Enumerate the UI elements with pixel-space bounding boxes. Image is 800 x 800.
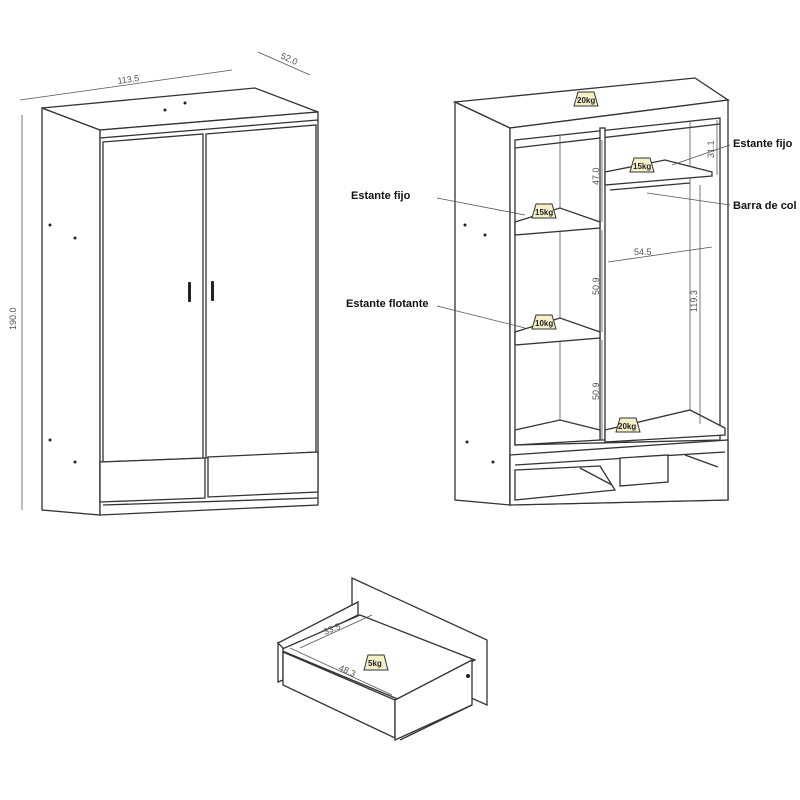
center-divider xyxy=(599,127,606,441)
label-fixed-shelf-left: Estante fijo xyxy=(351,190,411,202)
weight-badge-bottom: 20kg xyxy=(615,417,641,433)
label-fixed-shelf-right: Estante fijo xyxy=(733,138,793,150)
svg-text:10kg: 10kg xyxy=(535,319,553,328)
weight-badge-fixed-shelf-left: 15kg xyxy=(531,203,557,219)
right-door xyxy=(205,124,317,459)
hanging-rail xyxy=(609,182,691,191)
left-door-handle xyxy=(188,282,191,302)
width-dimension: 113.5 xyxy=(117,73,140,86)
svg-text:5kg: 5kg xyxy=(368,659,382,668)
dim-inner-width: 54.5 xyxy=(634,247,652,257)
open-wardrobe: Estante fijo Estante flotante Estante fi… xyxy=(346,77,797,506)
dim-upper-right: 31.1 xyxy=(706,140,716,158)
dim-upper-left: 47.0 xyxy=(591,167,601,185)
label-floating-shelf: Estante flotante xyxy=(346,298,429,310)
right-drawer-front xyxy=(207,451,319,498)
weight-badge-drawer: 5kg xyxy=(363,654,389,671)
weight-badge-fixed-shelf-right: 15kg xyxy=(629,157,655,173)
right-door-handle xyxy=(211,281,214,301)
fixed-shelf-right xyxy=(604,159,713,186)
weight-badge-floating-shelf: 10kg xyxy=(531,314,557,330)
weight-badge-top: 20kg xyxy=(573,91,599,107)
left-drawer-front xyxy=(99,457,206,503)
svg-text:20kg: 20kg xyxy=(577,96,595,105)
height-dimension: 190.0 xyxy=(8,307,18,330)
svg-text:20kg: 20kg xyxy=(618,422,636,431)
side-panel xyxy=(41,107,101,516)
depth-dimension: 52.0 xyxy=(279,51,299,67)
dim-hanging-height: 119.3 xyxy=(689,290,699,312)
dim-middle-left: 50.9 xyxy=(591,277,601,295)
svg-text:15kg: 15kg xyxy=(535,208,553,217)
label-hanging-rail: Barra de col xyxy=(733,200,797,212)
closed-wardrobe: 113.5 52.0 190.0 xyxy=(8,51,319,516)
dim-lower-left: 50.9 xyxy=(591,382,601,400)
svg-text:15kg: 15kg xyxy=(633,162,651,171)
drawer-detail: 33.5 48.3 5kg xyxy=(277,576,488,742)
open-drawer-right xyxy=(619,454,669,487)
open-drawer-left xyxy=(514,465,617,501)
side-panel xyxy=(454,100,511,506)
